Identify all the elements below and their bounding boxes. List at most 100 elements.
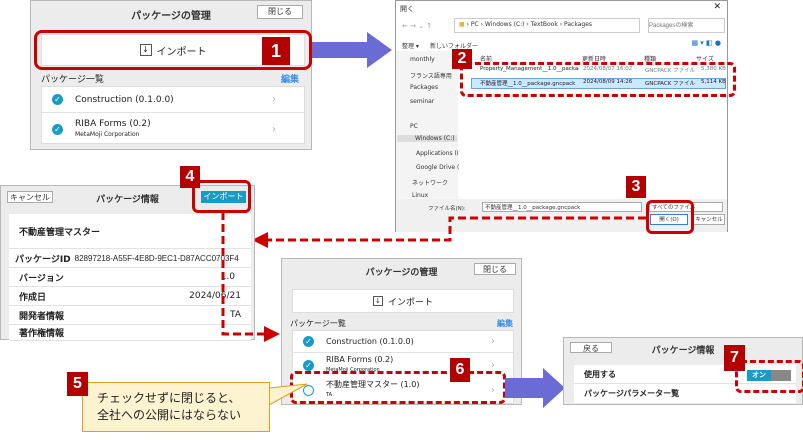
tree-item[interactable]: Windows (C:) (397, 135, 457, 142)
import-button[interactable]: インポート (201, 191, 246, 203)
item-name: RIBA Forms (0.2) (75, 118, 151, 129)
file-name: Property_Management__1.0__package.gnc... (480, 66, 579, 72)
close-button[interactable]: 閉じる (474, 263, 516, 275)
item-sub: MetaMoji Corporation (75, 130, 140, 138)
callout-note: チェックせずに閉じると、 全社への公開にはならない (82, 382, 270, 432)
badge-5: 5 (67, 372, 88, 396)
file-date: 2024/08/09 14:26 (583, 79, 633, 85)
highlight-2 (460, 62, 736, 97)
address-bar[interactable]: ■ › PC › Windows (C:) › TextBook › Packa… (454, 18, 640, 33)
check-icon: ✓ (303, 336, 314, 347)
badge-1: 1 (262, 37, 290, 65)
filename-input[interactable]: 不動産管理__1.0__package.gncpack (482, 202, 642, 212)
nav-item[interactable]: Packages (410, 84, 438, 91)
package-list: ✓ Construction (0.1.0.0) › ✓RIBA Forms (0.… (292, 330, 514, 404)
view-icons[interactable]: ▦ ▾ ◧ ● (691, 39, 721, 47)
column-header[interactable]: サイズ (696, 56, 714, 63)
import-label: インポート (387, 297, 433, 308)
file-open-dialog: 開く ✕ ← → ⌄ ↑ ■ › PC › Windows (C:) › Tex… (395, 0, 728, 232)
open-button[interactable]: 開く(O) (650, 214, 688, 225)
nav-item[interactable]: seminar (410, 98, 435, 105)
detail-row: 作成日 2024/06/21 (9, 287, 251, 306)
panel-title: パッケージの管理 (131, 11, 211, 22)
file-type: GNCPACK ファイル (645, 81, 696, 87)
dialog-title: 開く (400, 5, 414, 13)
import-button[interactable]: ↓ インポート (41, 34, 305, 66)
highlight-1 (34, 30, 312, 70)
file-name: 不動産管理__1.0__package.gncpack (480, 81, 576, 87)
filename-label: ファイル名(N): (428, 206, 466, 212)
detail-row[interactable]: バージョン 1.0 (9, 268, 251, 287)
new-folder-button[interactable]: 新しいフォルダー (430, 43, 479, 50)
import-button[interactable]: ↓ インポート (292, 289, 514, 313)
detail-row: 開発者情報 TA (9, 306, 251, 325)
chevron-right-icon: › (491, 384, 495, 396)
nav-item[interactable]: フランス語専用 (410, 73, 452, 80)
tree-item[interactable]: Google Drive ( (416, 164, 460, 171)
close-icon[interactable]: ✕ (713, 2, 721, 12)
use-row: 使用する (574, 365, 796, 384)
detail-value: 2024/06/21 (189, 291, 241, 301)
badge-6: 6 (450, 358, 470, 382)
nav-buttons[interactable]: ← → ⌄ ↑ (402, 22, 433, 30)
list-label: パッケージ一覧 (290, 319, 346, 328)
params-row[interactable]: パッケージパラメーター覧 (574, 384, 796, 403)
edit-link[interactable]: 編集 (497, 319, 513, 328)
tree-item[interactable]: PC (410, 123, 418, 130)
detail-label: 作成日 (19, 292, 47, 303)
file-row[interactable]: Property_Management__1.0__package.gnc...… (471, 66, 726, 76)
chevron-right-icon: › (272, 123, 276, 135)
panel-title: パッケージの管理 (365, 268, 438, 278)
file-size: 5,114 KB (701, 79, 726, 85)
panel-title: パッケージ情報 (96, 195, 159, 205)
package-manager-panel: パッケージの管理 閉じる ↓ インポート パッケージ一覧 編集 ✓Constru… (30, 0, 312, 150)
detail-value: TA (230, 310, 241, 320)
detail-label: バージョン (19, 273, 64, 284)
list-item-unchecked[interactable]: 不動産管理マスター (1.0)TA› (293, 377, 513, 403)
use-toggle[interactable]: オン (747, 370, 791, 381)
badge-4: 4 (180, 166, 200, 188)
unchecked-circle-icon[interactable] (303, 384, 314, 396)
column-header[interactable]: 名前 (480, 56, 493, 63)
list-item[interactable]: ✓Construction (0.1.0.0)› (293, 331, 513, 353)
close-button[interactable]: 閉じる (257, 5, 303, 19)
file-date: 2024/08/07 16:02 (583, 66, 633, 72)
detail-label: 開発者情報 (19, 311, 65, 322)
crumb[interactable]: Packages (564, 21, 593, 28)
crumb[interactable]: TextBook (530, 21, 558, 28)
list-item[interactable]: ✓RIBA Forms (0.2)MetaMoji Corporation› (42, 113, 304, 145)
crumb[interactable]: Windows (C:) (484, 21, 525, 28)
tree-item[interactable]: Applications (I (416, 150, 459, 157)
callout-line-1: チェックせずに閉じると、 (97, 391, 241, 405)
back-button[interactable]: 戻る (570, 342, 612, 353)
use-label: 使用する (584, 369, 616, 379)
connector-4-to-6 (221, 212, 280, 342)
detail-value: 1.0 (220, 272, 235, 282)
file-type: GNCPACK ファイル (645, 68, 696, 74)
nav-item[interactable]: monthly (410, 56, 435, 63)
search-input[interactable] (648, 18, 725, 33)
tree-item[interactable]: ネットワーク (412, 180, 449, 187)
list-item[interactable]: ✓RIBA Forms (0.2)MetaMoji Corporation› (293, 353, 513, 377)
tree-item[interactable]: Linux (412, 192, 429, 199)
list-item[interactable]: ✓Construction (0.1.0.0)› (42, 87, 304, 113)
item-name: Construction (0.1.0.0) (326, 337, 414, 346)
edit-link[interactable]: 編集 (280, 75, 299, 85)
callout-line-2: 全社への公開にはならない (97, 408, 242, 422)
import-icon: ↓ (372, 296, 383, 306)
organize-menu[interactable]: 整理 ▾ (402, 43, 419, 50)
highlight-3 (646, 200, 694, 234)
list-label: パッケージ一覧 (41, 75, 104, 85)
highlight-7 (735, 360, 803, 393)
highlight-6 (290, 371, 506, 404)
file-row-selected[interactable]: 不動産管理__1.0__package.gncpack 2024/08/09 14… (471, 78, 726, 89)
crumb[interactable]: PC (470, 21, 479, 28)
check-icon: ✓ (303, 359, 314, 371)
detail-value: 82897218-A55F-4E8D-9EC1-D87ACC0703F4 (74, 253, 239, 263)
column-header[interactable]: 更新日時 (582, 56, 607, 63)
cancel-button[interactable]: キャンセル (7, 191, 53, 203)
detail-label: パッケージID (15, 254, 71, 265)
column-header[interactable]: 種類 (644, 56, 657, 63)
cancel-button[interactable]: キャンセル (693, 214, 725, 225)
